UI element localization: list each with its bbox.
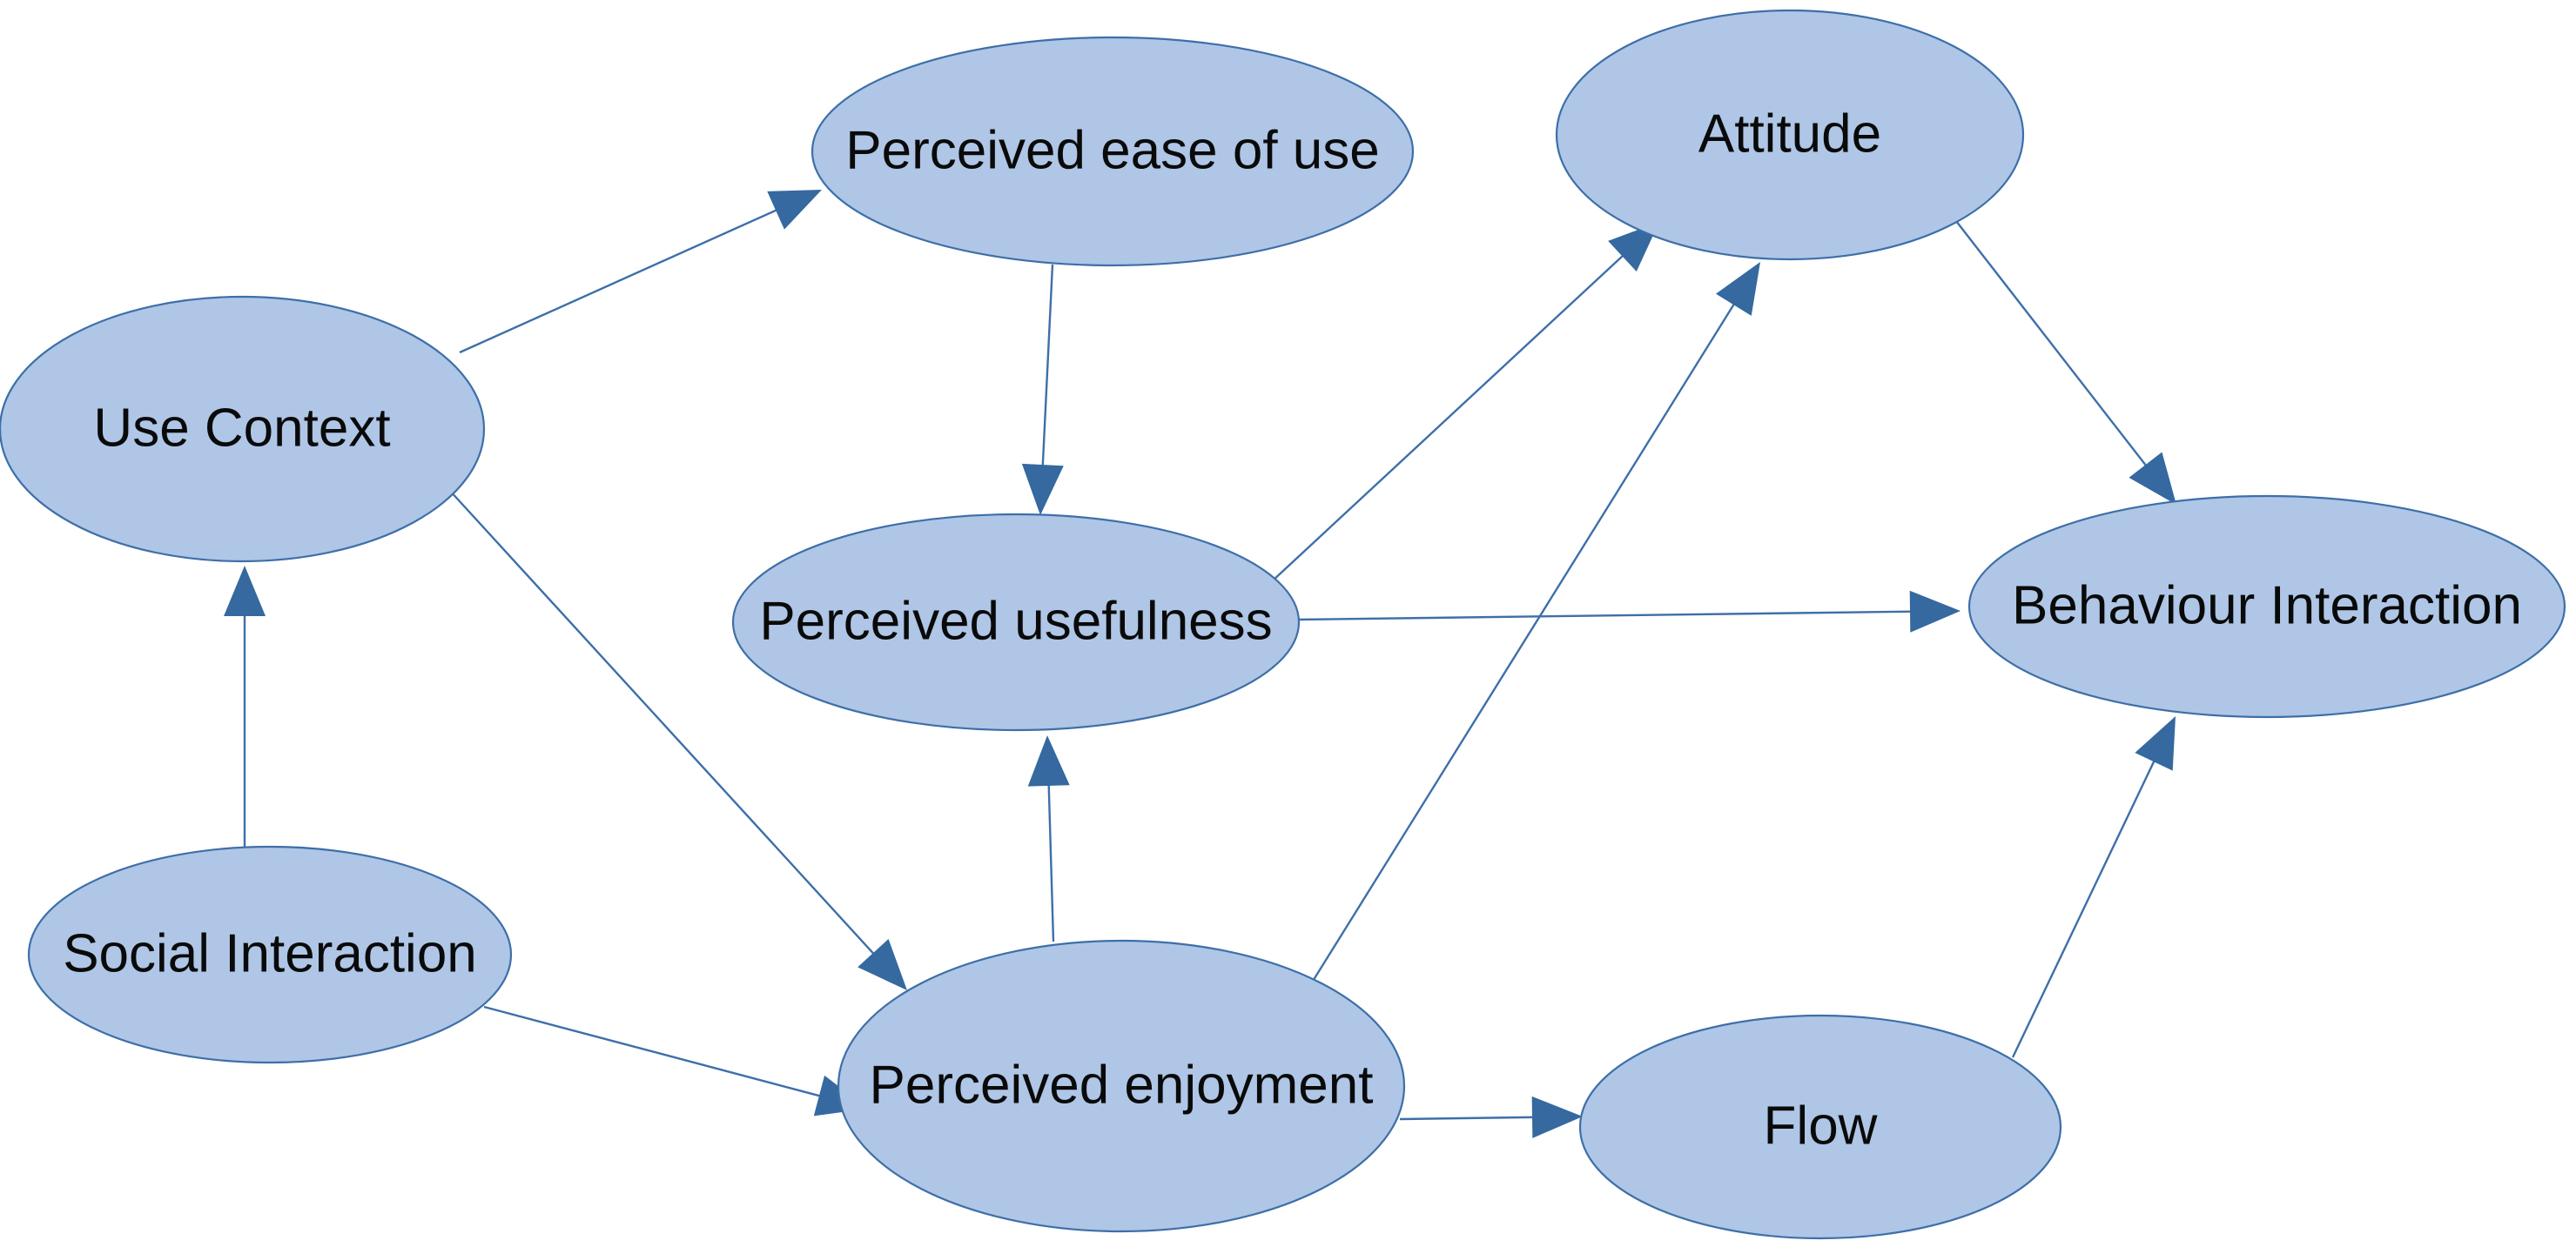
edge-flow-to-behaviour-interaction-arrowhead-icon [2135, 716, 2176, 771]
edge-perceived-ease-of-use-to-perceived-usefulness-line [1041, 264, 1054, 471]
edge-perceived-enjoyment-to-perceived-usefulness-line [1047, 780, 1055, 942]
edge-attitude-to-behaviour-interaction [1949, 212, 2176, 505]
edge-perceived-usefulness-to-attitude-line [1271, 251, 1627, 582]
edges-layer [224, 190, 2176, 1138]
edge-perceived-enjoyment-to-attitude-arrowhead-icon [1715, 262, 1760, 316]
edge-perceived-usefulness-to-behaviour-interaction-arrowhead-icon [1909, 590, 1961, 633]
edge-attitude-to-behaviour-interaction-line [1949, 212, 2150, 470]
edge-attitude-to-behaviour-interaction-arrowhead-icon [2129, 452, 2176, 505]
node-flow-shape[interactable] [1578, 1014, 2062, 1240]
edge-use-context-to-perceived-enjoyment [448, 489, 907, 990]
edge-flow-to-behaviour-interaction-line [2011, 756, 2157, 1058]
node-perceived-usefulness[interactable]: Perceived usefulness [731, 513, 1301, 732]
node-flow[interactable]: Flow [1578, 1014, 2062, 1240]
edge-perceived-usefulness-to-behaviour-interaction-line [1296, 610, 1916, 621]
edge-perceived-usefulness-to-attitude-arrowhead-icon [1608, 222, 1659, 272]
node-social-interaction[interactable]: Social Interaction [27, 845, 513, 1064]
edge-perceived-enjoyment-to-flow-arrowhead-icon [1531, 1096, 1583, 1138]
edge-use-context-to-perceived-ease-of-use-line [459, 207, 782, 354]
edge-perceived-usefulness-to-behaviour-interaction [1296, 590, 1961, 633]
edge-use-context-to-perceived-enjoyment-line [448, 489, 878, 958]
edge-perceived-enjoyment-to-flow [1399, 1096, 1583, 1138]
node-attitude-shape[interactable] [1555, 9, 2025, 261]
edge-perceived-enjoyment-to-perceived-usefulness-arrowhead-icon [1027, 735, 1070, 787]
node-behaviour-interaction[interactable]: Behaviour Interaction [1967, 494, 2566, 719]
node-perceived-enjoyment-shape[interactable] [837, 939, 1406, 1233]
node-attitude[interactable]: Attitude [1555, 9, 2025, 261]
edge-perceived-enjoyment-to-attitude-line [1306, 299, 1738, 990]
edge-use-context-to-perceived-ease-of-use [459, 190, 822, 354]
edge-use-context-to-perceived-ease-of-use-arrowhead-icon [767, 190, 822, 230]
edge-social-interaction-to-perceived-enjoyment-line [483, 1005, 825, 1098]
edge-perceived-ease-of-use-to-perceived-usefulness [1021, 264, 1064, 515]
node-use-context[interactable]: Use Context [0, 295, 486, 563]
node-perceived-ease-of-use[interactable]: Perceived ease of use [810, 36, 1415, 267]
edge-social-interaction-to-perceived-enjoyment [483, 1005, 868, 1117]
edge-flow-to-behaviour-interaction [2011, 716, 2176, 1058]
edge-social-interaction-to-use-context-arrowhead-icon [224, 566, 266, 616]
node-perceived-usefulness-shape[interactable] [731, 513, 1301, 732]
edge-perceived-usefulness-to-attitude [1271, 222, 1659, 582]
node-behaviour-interaction-shape[interactable] [1967, 494, 2566, 719]
edge-perceived-enjoyment-to-perceived-usefulness [1027, 735, 1070, 942]
edge-use-context-to-perceived-enjoyment-arrowhead-icon [858, 939, 907, 990]
edge-social-interaction-to-use-context [224, 566, 266, 852]
node-use-context-shape[interactable] [0, 295, 486, 563]
edge-perceived-enjoyment-to-flow-line [1399, 1116, 1538, 1121]
node-perceived-enjoyment[interactable]: Perceived enjoyment [837, 939, 1406, 1233]
node-social-interaction-shape[interactable] [27, 845, 513, 1064]
node-perceived-ease-of-use-shape[interactable] [810, 36, 1415, 267]
edge-perceived-enjoyment-to-attitude [1306, 262, 1760, 990]
edge-perceived-ease-of-use-to-perceived-usefulness-arrowhead-icon [1021, 463, 1064, 515]
